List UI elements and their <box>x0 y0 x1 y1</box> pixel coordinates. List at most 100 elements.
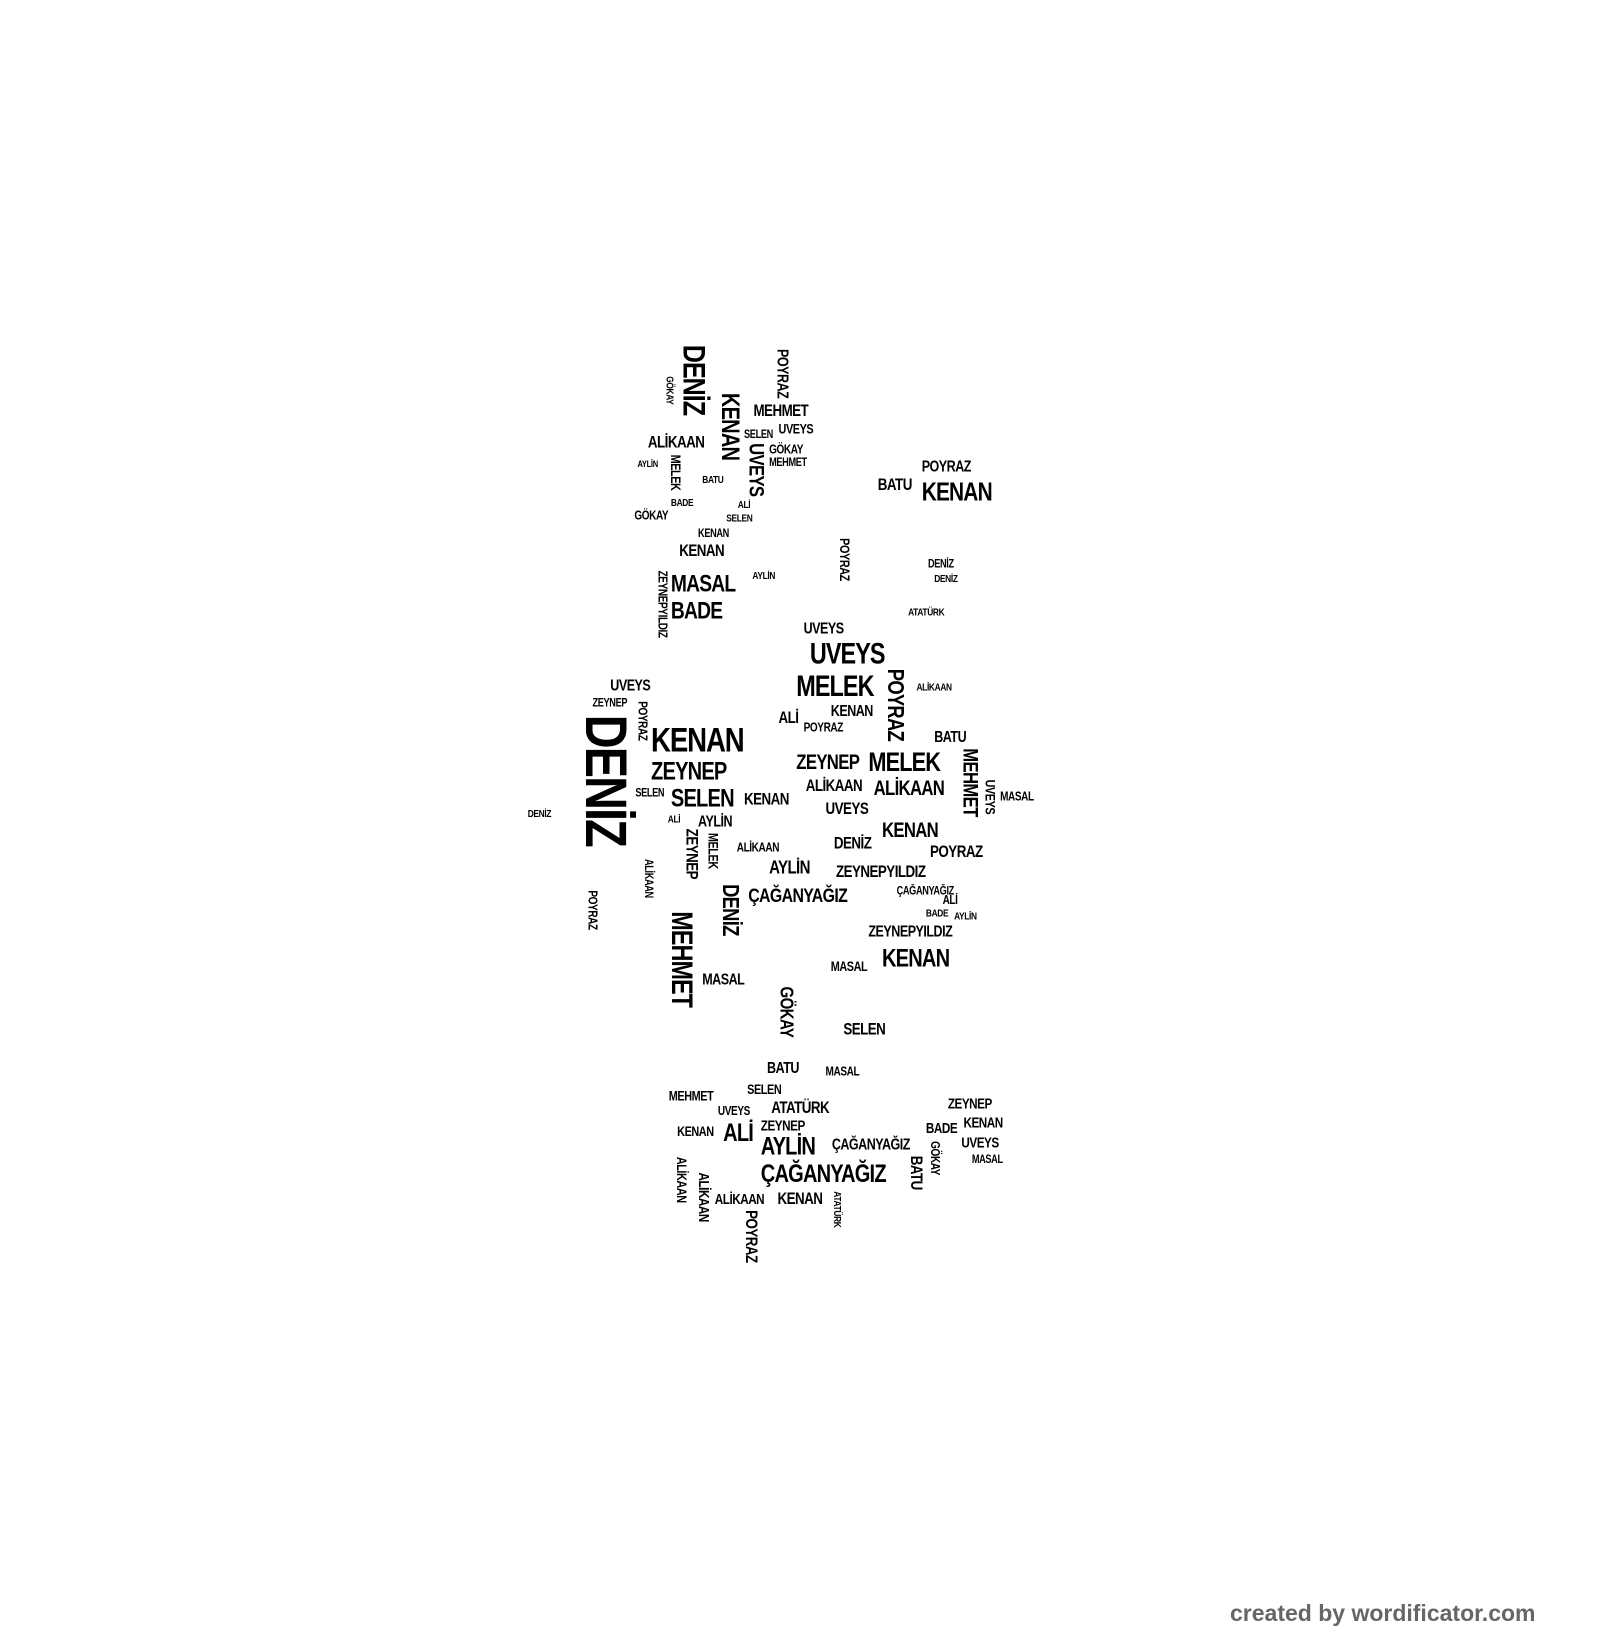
word: BATU <box>907 1155 925 1190</box>
word: ATATÜRK <box>830 1191 843 1228</box>
word: MEHMET <box>665 911 699 1008</box>
word: ALİKAAN <box>674 1156 690 1203</box>
word: ALİ <box>723 1119 754 1148</box>
word: GÖKAY <box>663 376 676 405</box>
word: ZEYNEP <box>947 1095 992 1112</box>
word: GÖKAY <box>776 986 798 1038</box>
word: ALİKAAN <box>695 1172 713 1222</box>
word: SELEN <box>635 786 665 800</box>
word: SELEN <box>670 784 735 814</box>
watermark-credit: created by wordificator.com <box>1230 1600 1536 1626</box>
word: ALİKAAN <box>641 858 655 898</box>
word: ÇAĞANYAĞIZ <box>748 885 848 908</box>
word: ZEYNEPYILDIZ <box>835 863 926 881</box>
word: ZEYNEP <box>796 751 860 775</box>
word: KENAN <box>698 527 729 541</box>
word: KENAN <box>677 1123 714 1140</box>
word: ALİ <box>778 709 799 728</box>
word: UVEYS <box>982 779 998 815</box>
word: BATU <box>767 1059 799 1078</box>
word: DENİZ <box>833 834 872 853</box>
word: BADE <box>925 908 949 920</box>
word: BADE <box>670 596 723 624</box>
word: ZEYNEP <box>592 697 628 710</box>
word: BATU <box>934 728 967 747</box>
word: MEHMET <box>958 748 982 817</box>
word: UVEYS <box>778 421 814 437</box>
word: ZEYNEP <box>760 1117 805 1134</box>
word: UVEYS <box>744 443 768 497</box>
word: KENAN <box>963 1113 1003 1131</box>
word: KENAN <box>881 819 939 843</box>
word: KENAN <box>744 791 789 809</box>
word: MEHMET <box>769 456 807 470</box>
word: POYRAZ <box>837 538 853 581</box>
word: MELEK <box>705 832 722 869</box>
word: ALİKAAN <box>736 840 780 855</box>
word: ALİ <box>942 892 958 908</box>
word: ÇAĞANYAĞIZ <box>831 1135 911 1154</box>
word: ALİKAAN <box>873 777 945 801</box>
word: ALİ <box>667 814 681 826</box>
word: ATATÜRK <box>771 1099 830 1118</box>
word: DENİZ <box>934 573 958 586</box>
word: GÖKAY <box>769 442 803 457</box>
word: ÇAĞANYAĞIZ <box>760 1159 887 1189</box>
word: ALİKAAN <box>916 682 952 694</box>
word: ALİKAAN <box>714 1190 765 1207</box>
word: POYRAZ <box>930 843 983 862</box>
word: BATU <box>702 474 724 486</box>
word: DENİZ <box>676 344 711 416</box>
word: KENAN <box>881 944 950 973</box>
word: KENAN <box>830 702 874 721</box>
word: POYRAZ <box>803 720 844 735</box>
word: UVEYS <box>825 800 869 819</box>
word: ZEYNEP <box>651 757 727 786</box>
word: DENİZ <box>927 558 954 571</box>
word: AYLİN <box>637 458 658 470</box>
word: ZEYNEPYILDIZ <box>655 570 670 638</box>
word: DENİZ <box>573 714 640 846</box>
word: POYRAZ <box>921 457 972 476</box>
word: AYLİN <box>698 813 733 831</box>
word: BATU <box>877 476 913 495</box>
word: UVEYS <box>610 677 651 695</box>
word: MEHMET <box>668 1087 714 1104</box>
word: MEHMET <box>753 402 809 421</box>
word: POYRAZ <box>585 890 600 930</box>
word: ZEYNEP <box>682 828 701 880</box>
word: MELEK <box>667 454 684 491</box>
word: POYRAZ <box>741 1210 760 1263</box>
word: KENAN <box>679 542 725 561</box>
word: AYLİN <box>760 1132 816 1161</box>
word: BADE <box>670 497 694 509</box>
word: MELEK <box>796 669 874 703</box>
word: ZEYNEPYILDIZ <box>868 922 953 941</box>
word: AYLİN <box>752 570 776 583</box>
word: POYRAZ <box>635 701 650 741</box>
word: DENİZ <box>527 808 552 821</box>
word: ÇAĞANYAĞIZ <box>896 885 955 898</box>
word: MASAL <box>702 970 745 989</box>
word: ATATÜRK <box>908 607 945 619</box>
word: KENAN <box>651 720 745 759</box>
word: MASAL <box>825 1063 860 1079</box>
word: BADE <box>925 1119 958 1136</box>
word: KENAN <box>921 477 993 507</box>
word: GÖKAY <box>634 507 669 523</box>
word: MASAL <box>830 958 868 974</box>
word: DENİZ <box>717 884 745 936</box>
word: UVEYS <box>809 637 886 670</box>
word: POYRAZ <box>883 668 910 742</box>
word: SELEN <box>747 1081 782 1098</box>
word: KENAN <box>777 1190 823 1209</box>
word: SELEN <box>726 513 753 525</box>
word: MELEK <box>868 746 941 778</box>
word: AYLİN <box>954 911 977 923</box>
word: SELEN <box>744 428 773 441</box>
word: MASAL <box>670 569 736 597</box>
word: MASAL <box>971 1153 1003 1167</box>
word: UVEYS <box>717 1103 750 1119</box>
word: UVEYS <box>803 619 845 638</box>
